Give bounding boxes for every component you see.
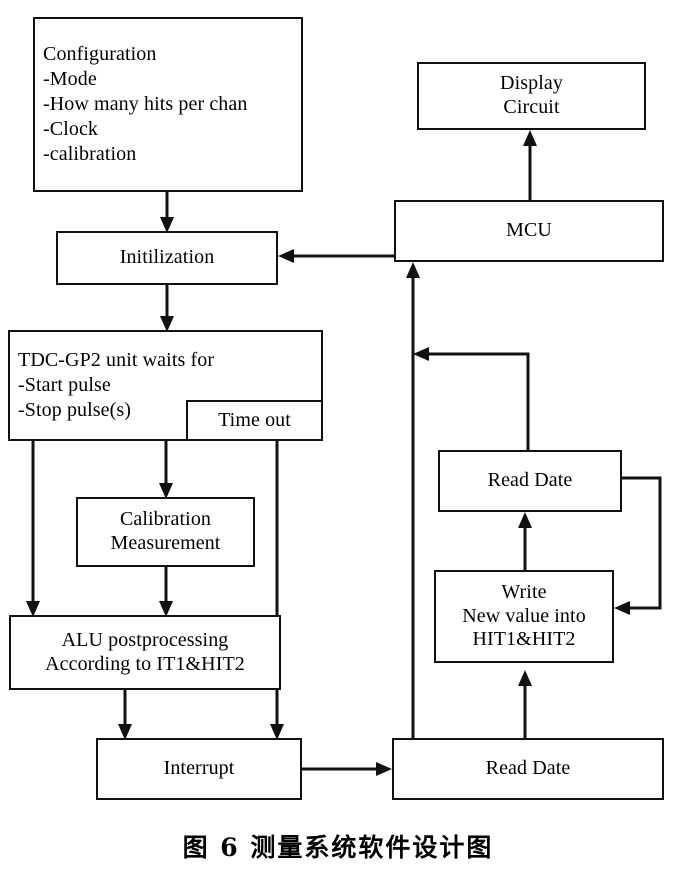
edge-mcu-to-initilization bbox=[278, 249, 394, 263]
edge-timeout-to-interrupt bbox=[270, 441, 284, 740]
node-configuration-line-0: Configuration bbox=[43, 42, 157, 65]
node-display-circuit-line-1: Circuit bbox=[503, 96, 560, 118]
edge-mcu-to-display-circuit bbox=[523, 130, 537, 200]
node-read-date-lower[interactable]: Read Date bbox=[392, 738, 664, 800]
node-alu-postprocessing-line-0: ALU postprocessing bbox=[61, 628, 229, 651]
node-configuration-line-2: -How many hits per chan bbox=[43, 92, 248, 115]
figure-caption: 图 6 测量系统软件设计图 bbox=[182, 833, 494, 862]
edge-configuration-to-initilization bbox=[160, 192, 174, 233]
edge-tdc-to-calibration bbox=[159, 441, 173, 499]
edge-calibration-to-alu bbox=[159, 567, 173, 617]
node-alu-postprocessing-line-1: According to IT1&HIT2 bbox=[45, 652, 245, 675]
node-alu-postprocessing[interactable]: ALU postprocessing According to IT1&HIT2 bbox=[9, 615, 281, 690]
node-initilization[interactable]: Initilization bbox=[56, 231, 278, 285]
node-display-circuit[interactable]: Display Circuit bbox=[417, 62, 646, 130]
edge-alu-to-interrupt bbox=[118, 690, 132, 740]
node-interrupt[interactable]: Interrupt bbox=[96, 738, 302, 800]
node-time-out-label: Time out bbox=[218, 408, 291, 431]
edge-read-date-lower-to-mcu bbox=[406, 262, 420, 738]
edge-read-date-lower-to-write bbox=[518, 670, 532, 738]
node-configuration[interactable]: Configuration -Mode -How many hits per c… bbox=[33, 17, 303, 192]
node-time-out[interactable]: Time out bbox=[186, 400, 323, 441]
edge-read-date-upper-loop-to-write bbox=[614, 476, 662, 615]
node-read-date-upper-label: Read Date bbox=[487, 469, 573, 492]
node-mcu[interactable]: MCU bbox=[394, 200, 664, 262]
edge-tdc-to-alu bbox=[26, 441, 40, 617]
edge-write-to-read-date-upper bbox=[518, 512, 532, 570]
node-interrupt-label: Interrupt bbox=[163, 757, 235, 780]
node-display-circuit-line-0: Display bbox=[500, 72, 563, 95]
node-calibration-measurement-line-1: Measurement bbox=[110, 532, 221, 554]
node-calibration-measurement-line-0: Calibration bbox=[119, 508, 212, 531]
node-write-new-value[interactable]: Write New value into HIT1&HIT2 bbox=[434, 570, 614, 663]
node-tdc-unit-line-2: -Stop pulse(s) bbox=[18, 399, 132, 422]
node-tdc-unit-line-1: -Start pulse bbox=[18, 373, 111, 396]
node-configuration-line-3: -Clock bbox=[43, 118, 99, 141]
node-initilization-label: Initilization bbox=[119, 246, 215, 269]
node-configuration-line-4: -calibration bbox=[43, 143, 137, 166]
edge-initilization-to-tdc bbox=[160, 285, 174, 332]
node-write-new-value-line-2: HIT1&HIT2 bbox=[472, 628, 576, 651]
node-read-date-lower-label: Read Date bbox=[485, 757, 571, 780]
node-mcu-label: MCU bbox=[506, 219, 552, 242]
edge-read-date-upper-to-mcu-riser bbox=[413, 347, 530, 450]
node-configuration-line-1: -Mode bbox=[43, 67, 97, 90]
node-read-date-upper[interactable]: Read Date bbox=[438, 450, 622, 512]
edge-interrupt-to-read-date-lower bbox=[302, 762, 392, 776]
node-tdc-unit-line-0: TDC-GP2 unit waits for bbox=[18, 348, 215, 371]
node-calibration-measurement[interactable]: Calibration Measurement bbox=[76, 497, 255, 567]
node-write-new-value-line-0: Write bbox=[501, 581, 547, 604]
node-write-new-value-line-1: New value into bbox=[462, 604, 586, 627]
